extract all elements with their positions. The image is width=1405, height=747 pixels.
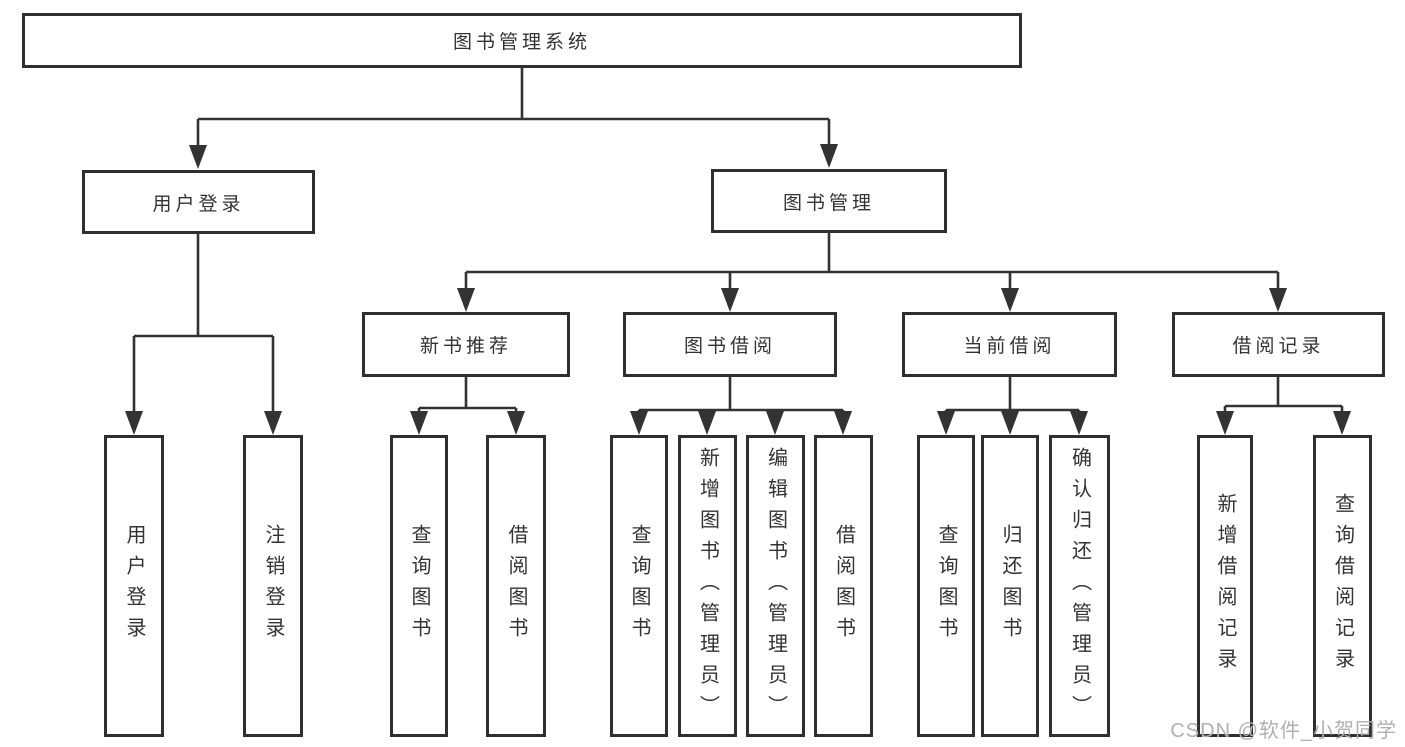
leaf-borrow-books-label: 借阅图书	[832, 524, 855, 648]
leaf-recommend-borrow-books: 借阅图书	[486, 435, 546, 737]
leaf-current-query-books: 查询图书	[917, 435, 975, 737]
csdn-watermark: CSDN @软件_小贺同学	[1170, 720, 1397, 742]
leaf-recommend-query-books-label: 查询图书	[408, 524, 430, 648]
leaf-query-borrow-record-label: 查询借阅记录	[1331, 493, 1354, 679]
node-book-borrow-label: 图书借阅	[683, 336, 776, 357]
leaf-confirm-return-admin: 确认归还（管理员）	[1049, 435, 1110, 737]
connector-book-borrow-children	[630, 377, 852, 435]
node-new-book-recommend-label: 新书推荐	[419, 336, 512, 357]
leaf-recommend-borrow-books-label: 借阅图书	[505, 524, 527, 648]
leaf-borrow-query-books-label: 查询图书	[628, 524, 650, 648]
connector-new-book-recommend-children	[410, 377, 525, 435]
leaf-user-login-label: 用户登录	[123, 524, 145, 648]
connector-book-management-children	[457, 233, 1287, 312]
node-book-borrow: 图书借阅	[623, 312, 837, 377]
leaf-query-borrow-record: 查询借阅记录	[1313, 435, 1372, 737]
node-new-book-recommend: 新书推荐	[362, 312, 570, 377]
node-user-login: 用户登录	[82, 170, 315, 234]
node-book-management: 图书管理	[711, 169, 947, 233]
node-current-borrow: 当前借阅	[902, 312, 1117, 377]
leaf-borrow-query-books: 查询图书	[610, 435, 668, 737]
leaf-edit-books-admin-label: 编辑图书（管理员）	[764, 446, 787, 726]
node-root-label: 图书管理系统	[452, 32, 591, 53]
connector-borrow-records-children	[1216, 377, 1351, 435]
connector-current-borrow-children	[937, 377, 1088, 435]
leaf-borrow-books: 借阅图书	[814, 435, 873, 737]
leaf-edit-books-admin: 编辑图书（管理员）	[746, 435, 805, 737]
connector-user-login-children	[125, 234, 282, 435]
leaf-logout: 注销登录	[243, 435, 303, 737]
leaf-add-books-admin: 新增图书（管理员）	[678, 435, 737, 737]
leaf-current-query-books-label: 查询图书	[935, 524, 957, 648]
leaf-add-books-admin-label: 新增图书（管理员）	[696, 446, 719, 726]
connector-root-to-level2	[189, 68, 838, 169]
node-user-login-label: 用户登录	[152, 193, 245, 215]
node-borrow-records: 借阅记录	[1172, 312, 1385, 377]
node-book-management-label: 图书管理	[782, 192, 875, 214]
node-current-borrow-label: 当前借阅	[963, 336, 1056, 357]
leaf-recommend-query-books: 查询图书	[390, 435, 448, 737]
node-root: 图书管理系统	[22, 13, 1022, 68]
leaf-return-books: 归还图书	[981, 435, 1039, 737]
leaf-logout-label: 注销登录	[262, 524, 284, 648]
leaf-user-login: 用户登录	[104, 435, 164, 737]
leaf-confirm-return-admin-label: 确认归还（管理员）	[1068, 446, 1091, 726]
node-borrow-records-label: 借阅记录	[1232, 336, 1325, 357]
leaf-add-borrow-record: 新增借阅记录	[1197, 435, 1253, 737]
leaf-add-borrow-record-label: 新增借阅记录	[1214, 493, 1236, 679]
leaf-return-books-label: 归还图书	[999, 524, 1021, 648]
